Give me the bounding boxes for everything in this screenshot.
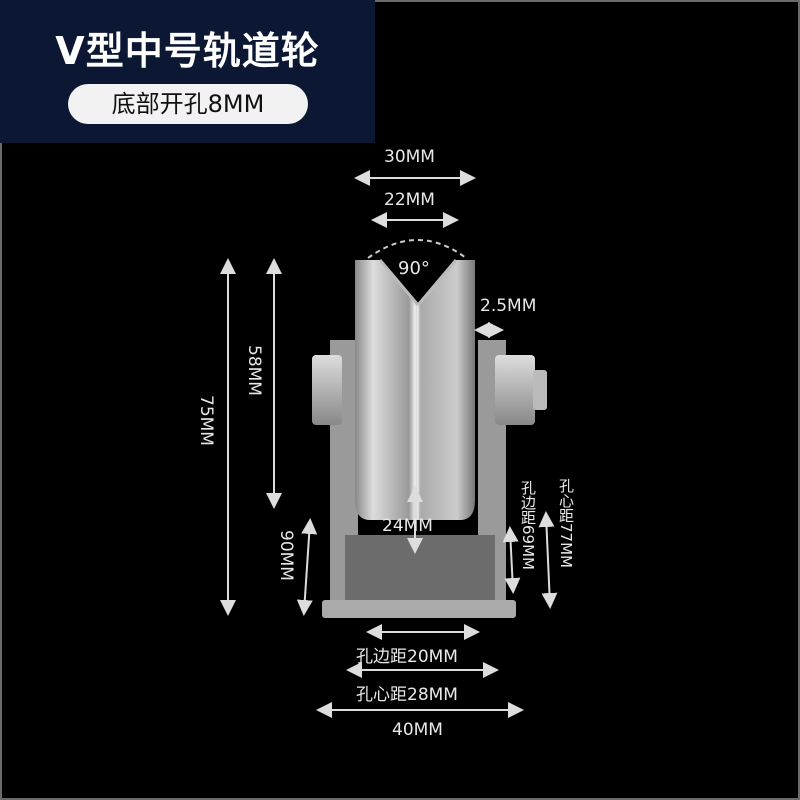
overall-width-label: 30MM — [384, 147, 435, 167]
overall-height-label: 75MM — [196, 395, 216, 446]
groove-angle-label: 90° — [398, 258, 430, 279]
hole-edge-horizontal-label: 孔边距20MM — [356, 647, 458, 667]
wheel-height-label: 58MM — [244, 345, 264, 396]
bracket-base — [322, 600, 516, 618]
nut-right — [495, 355, 535, 425]
bracket-height-label: 90MM — [276, 530, 296, 581]
flange-thickness-label: 2.5MM — [480, 296, 537, 316]
v-wheel — [355, 260, 475, 520]
nut-left — [312, 355, 342, 425]
hole-center-horizontal-label: 孔心距28MM — [356, 685, 458, 705]
hole-edge-vertical-label: 孔边距69MM — [519, 480, 537, 570]
hole-center-vertical-label: 孔心距77MM — [557, 478, 575, 568]
title-banner: V型中号轨道轮 底部开孔8MM — [0, 0, 375, 143]
subtitle-badge: 底部开孔8MM — [68, 84, 308, 124]
base-width-label: 40MM — [392, 720, 443, 740]
product-title: V型中号轨道轮 — [55, 29, 320, 73]
groove-depth-label: 24MM — [382, 516, 433, 536]
groove-width-label: 22MM — [384, 190, 435, 210]
